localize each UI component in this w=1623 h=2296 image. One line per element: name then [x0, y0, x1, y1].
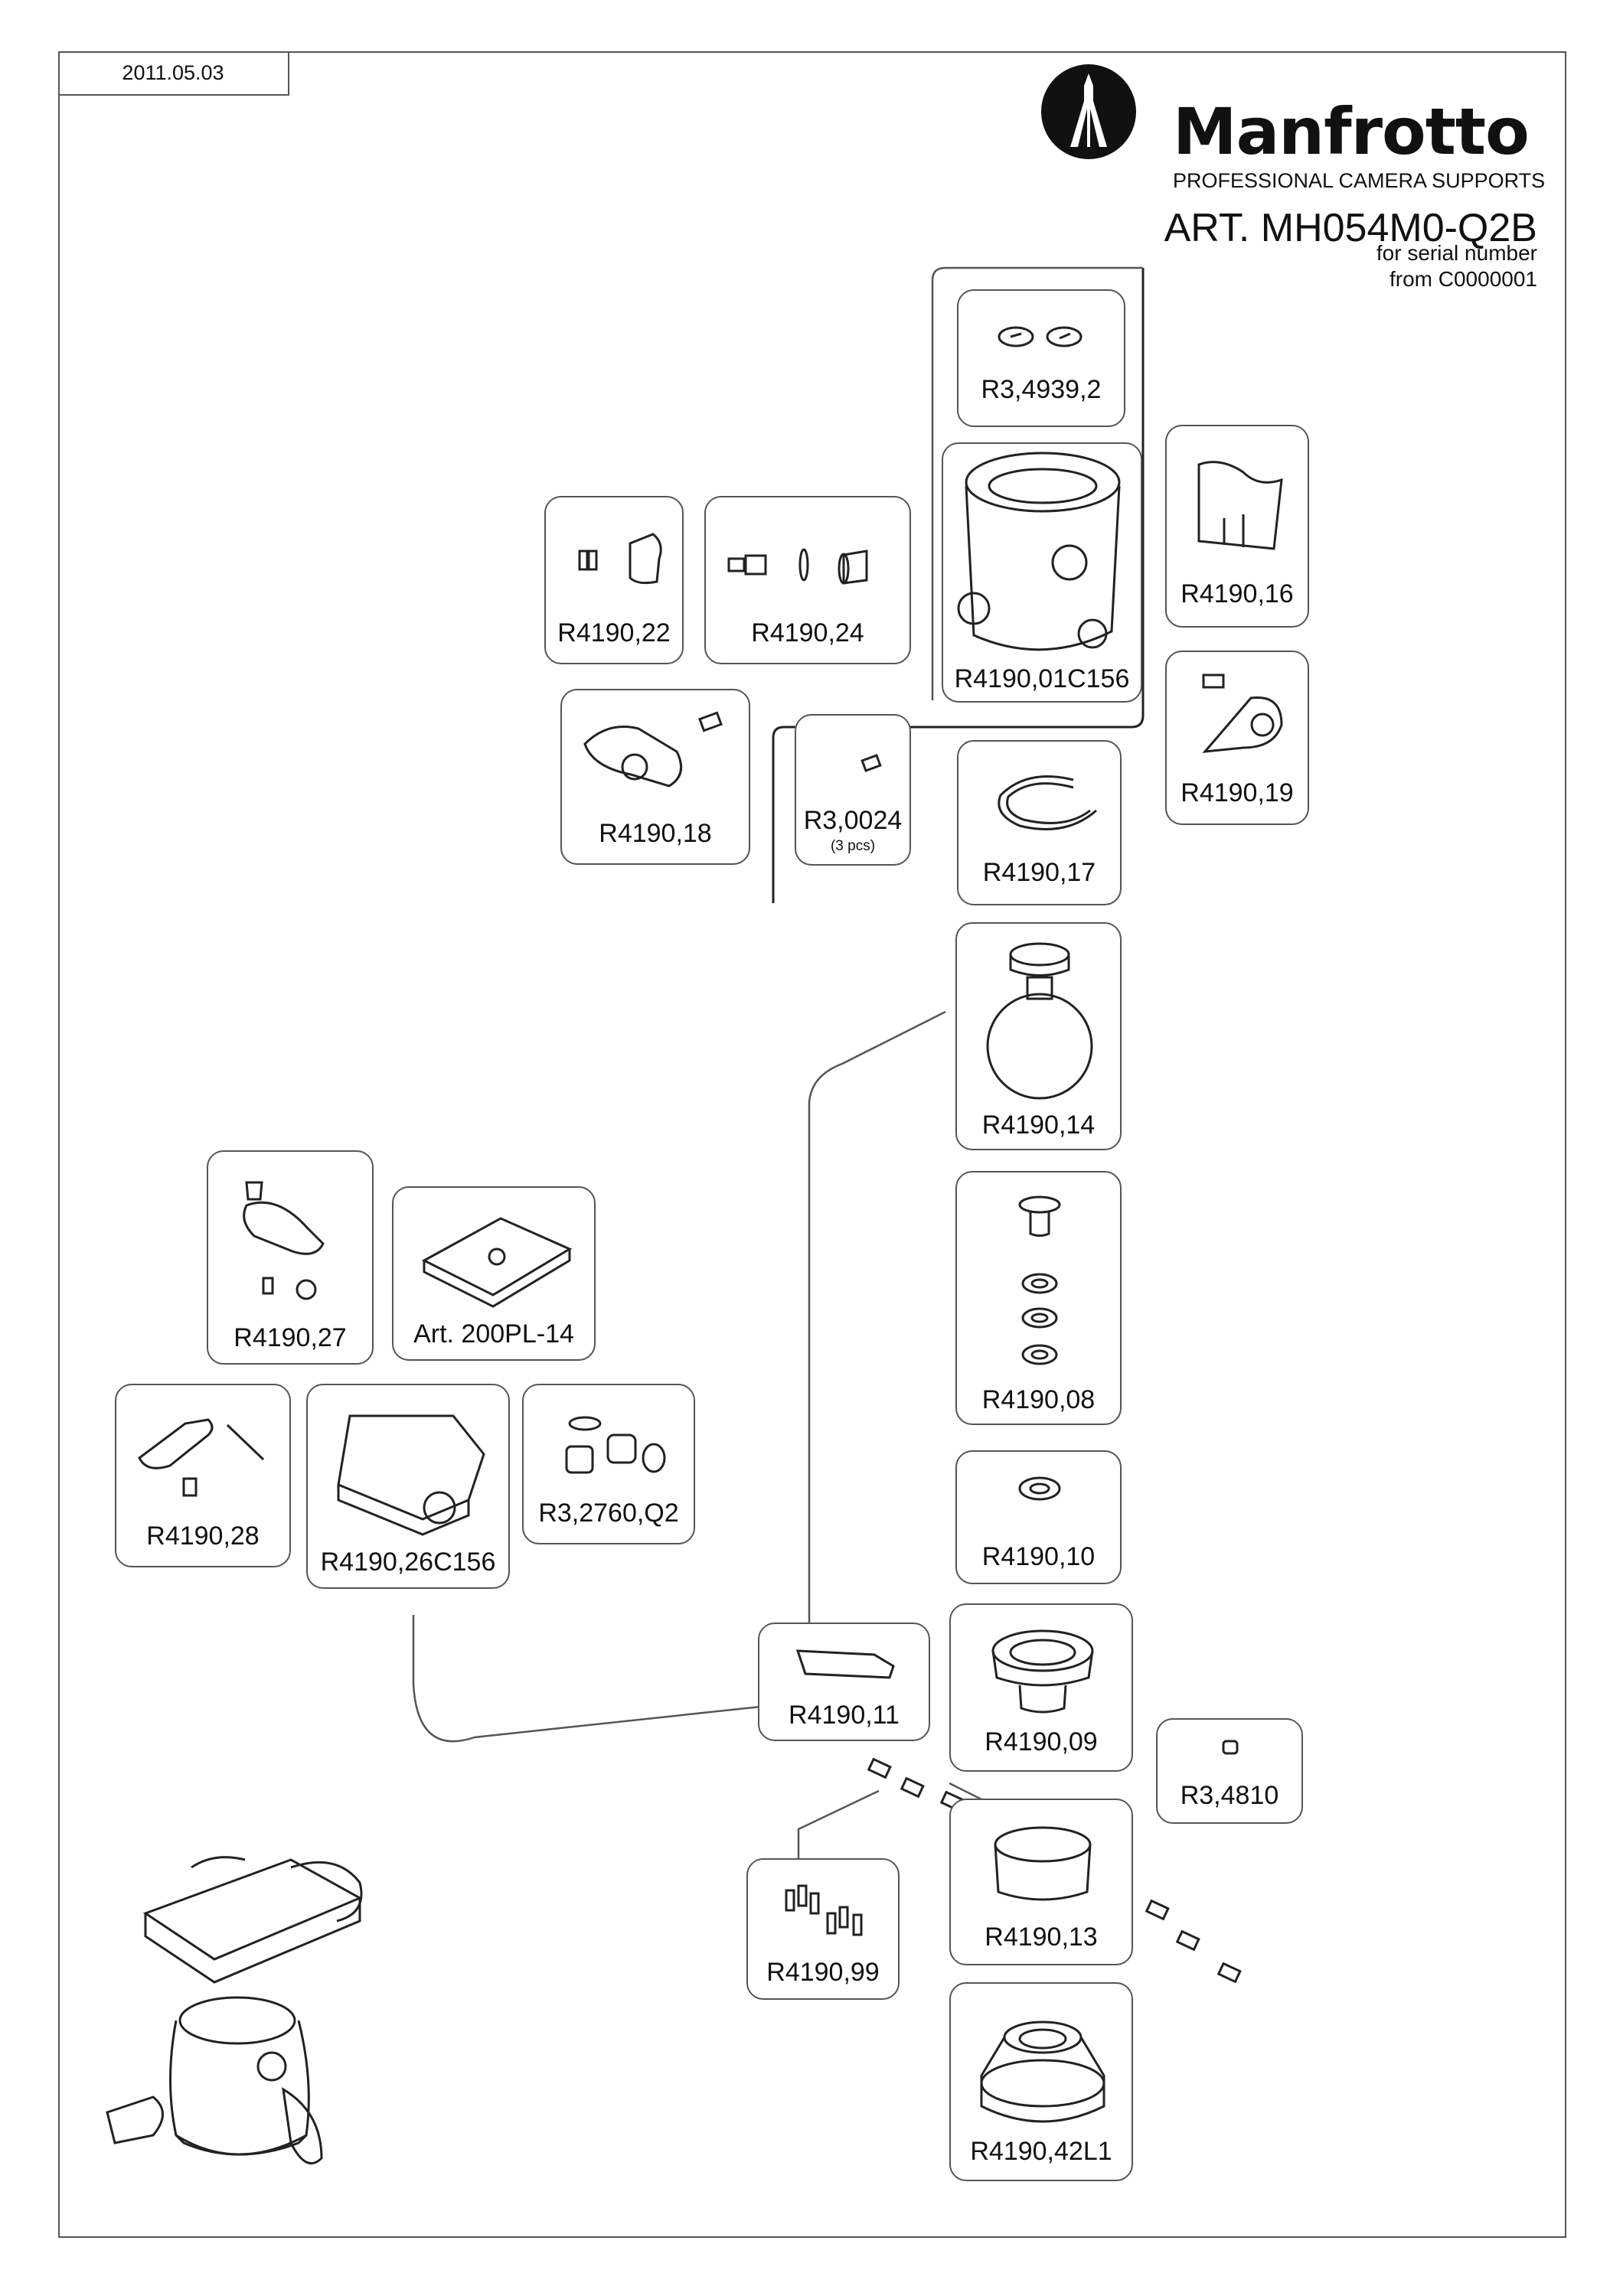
pan-lever-icon — [583, 711, 723, 788]
brand-name: Manfrotto — [1173, 94, 1530, 169]
part-box-r3-4939-2[interactable]: R3,4939,2 — [957, 289, 1125, 427]
part-box-r4190-19[interactable]: R4190,19 — [1165, 651, 1309, 825]
slider-bracket-icon — [795, 1649, 895, 1679]
part-label: R4190,10 — [981, 1542, 1096, 1571]
clamp-shell-icon — [1197, 461, 1283, 550]
date-box: 2011.05.03 — [58, 51, 289, 96]
part-label: R4190,28 — [146, 1521, 260, 1551]
part-box-r4190-09[interactable]: R4190,09 — [949, 1603, 1133, 1772]
base-collar-icon — [994, 1826, 1092, 1901]
locking-lever-icon — [1202, 673, 1283, 753]
ball-head-body-icon — [957, 452, 1121, 651]
part-label: R4190,14 — [981, 1110, 1096, 1140]
part-label: R3,4810 — [1180, 1781, 1279, 1810]
part-box-r4190-99[interactable]: R4190,99 — [746, 1858, 900, 2000]
panning-base-icon — [980, 2020, 1105, 2123]
part-box-r4190-01c156[interactable]: R4190,01C156 — [942, 442, 1142, 703]
quick-release-clamp-icon — [337, 1414, 485, 1536]
part-box-r3-0024[interactable]: R3,0024 (3 pcs) — [795, 714, 911, 866]
part-label: R4190,22 — [557, 618, 671, 647]
ball-icon — [986, 942, 1093, 1100]
part-box-art-200pl-14[interactable]: Art. 200PL-14 — [392, 1186, 596, 1361]
part-label: R4190,13 — [985, 1923, 1098, 1952]
article-number: ART. MH054M0-Q2B — [1164, 206, 1537, 250]
part-box-r4190-24[interactable]: R4190,24 — [704, 496, 911, 664]
grub-screw-icon — [860, 754, 882, 772]
lever-spring-pin-icon — [138, 1418, 265, 1497]
part-label: R4190,11 — [789, 1701, 900, 1730]
part-label: R4190,99 — [766, 1958, 880, 1987]
bushing-kit-icon — [565, 1416, 666, 1474]
part-label: R4190,09 — [985, 1727, 1098, 1756]
pin-set-icon — [785, 1884, 863, 1936]
part-label: R4190,01C156 — [954, 664, 1130, 693]
part-box-r4190-42l1[interactable]: R4190,42L1 — [949, 1982, 1133, 2181]
part-label: R4190,18 — [599, 819, 712, 848]
part-label: R4190,19 — [1181, 778, 1294, 807]
screw-oring-bushing-icon — [727, 548, 868, 585]
part-box-r4190-22[interactable]: R4190,22 — [544, 496, 684, 664]
part-box-r4190-13[interactable]: R4190,13 — [949, 1799, 1133, 1965]
serial-line-2: from C0000001 — [1389, 267, 1537, 291]
part-box-r4190-11[interactable]: R4190,11 — [758, 1623, 930, 1741]
gear-ring-icon — [1018, 1476, 1061, 1501]
part-label: R3,2760,Q2 — [538, 1499, 679, 1528]
part-box-r4190-28[interactable]: R4190,28 — [115, 1384, 291, 1567]
retaining-ring-icon — [998, 775, 1097, 830]
knob-and-pin-icon — [578, 533, 662, 585]
serial-line-1: for serial number — [1376, 241, 1537, 265]
part-box-r4190-18[interactable]: R4190,18 — [560, 689, 750, 865]
washers-and-screw-icon — [1018, 1195, 1061, 1365]
part-label: R4190,26C156 — [320, 1548, 496, 1577]
part-box-r4190-16[interactable]: R4190,16 — [1165, 425, 1309, 628]
part-label: Art. 200PL-14 — [413, 1319, 574, 1349]
part-box-r4190-27[interactable]: R4190,27 — [207, 1150, 374, 1365]
bearing-cup-icon — [991, 1629, 1094, 1714]
part-box-r4190-14[interactable]: R4190,14 — [955, 922, 1122, 1150]
part-box-r4190-10[interactable]: R4190,10 — [955, 1450, 1122, 1584]
drawing-frame — [58, 51, 1566, 2238]
part-label: R3,4939,2 — [981, 375, 1102, 404]
part-label: R4190,17 — [982, 858, 1096, 887]
part-label: R4190,42L1 — [970, 2137, 1112, 2166]
part-box-r4190-17[interactable]: R4190,17 — [957, 740, 1122, 905]
part-label: R4190,08 — [981, 1385, 1096, 1414]
part-box-r3-2760-q2[interactable]: R3,2760,Q2 — [522, 1384, 695, 1544]
set-screws-icon — [998, 326, 1083, 347]
part-label: R4190,16 — [1181, 579, 1294, 608]
brand-tagline: PROFESSIONAL CAMERA SUPPORTS — [1173, 169, 1546, 192]
small-screw-icon — [1222, 1740, 1239, 1755]
part-quantity-note: (3 pcs) — [830, 838, 876, 854]
serial-info: for serial number from C0000001 — [1376, 240, 1537, 292]
part-label: R3,0024 — [803, 806, 903, 835]
part-label: R4190,27 — [233, 1323, 347, 1352]
quick-release-lever-icon — [243, 1181, 325, 1300]
manfrotto-logo-icon — [1041, 64, 1136, 159]
part-box-r4190-26c156[interactable]: R4190,26C156 — [306, 1384, 510, 1589]
part-box-r3-4810[interactable]: R3,4810 — [1156, 1718, 1303, 1824]
part-box-r4190-08[interactable]: R4190,08 — [955, 1171, 1122, 1425]
quick-release-plate-icon — [421, 1217, 573, 1308]
part-label: R4190,24 — [751, 618, 864, 647]
